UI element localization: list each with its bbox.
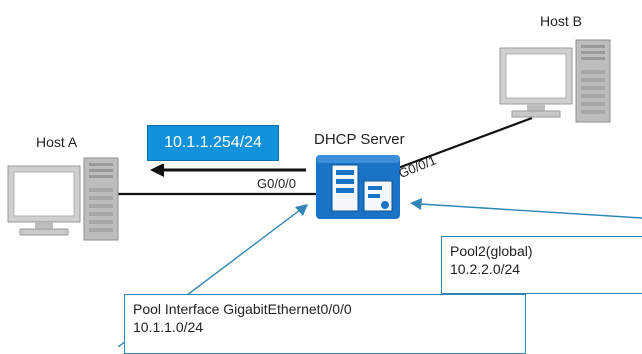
host-b-label: Host B	[540, 13, 583, 29]
host-a-desktop-icon	[7, 157, 119, 241]
pool-interface-box: Pool Interface GigabitEthernet0/0/0 10.1…	[124, 294, 526, 354]
pool-interface-subnet: 10.1.1.0/24	[133, 319, 204, 335]
pool2-name: Pool2(global)	[450, 243, 533, 259]
pool2-box: Pool2(global) 10.2.2.0/24	[441, 236, 642, 294]
offer-arrowhead	[150, 163, 164, 177]
host-a-label: Host A	[36, 134, 78, 150]
port-label-g0-0-0: G0/0/0	[257, 176, 297, 191]
pool2-subnet: 10.2.2.0/24	[450, 261, 521, 277]
link-server-host-b	[397, 116, 533, 170]
host-b-desktop-icon	[499, 39, 611, 123]
assigned-ip-badge: 10.1.1.254/24	[147, 125, 279, 161]
pool2-callout-line	[419, 203, 642, 219]
dhcp-server-label: DHCP Server	[314, 131, 405, 148]
pool-interface-name: Pool Interface GigabitEthernet0/0/0	[133, 301, 352, 317]
pool2-callout-arrowhead	[410, 198, 422, 210]
pool-interface-callout-arrowhead	[295, 204, 308, 216]
dhcp-server-icon	[316, 155, 400, 219]
